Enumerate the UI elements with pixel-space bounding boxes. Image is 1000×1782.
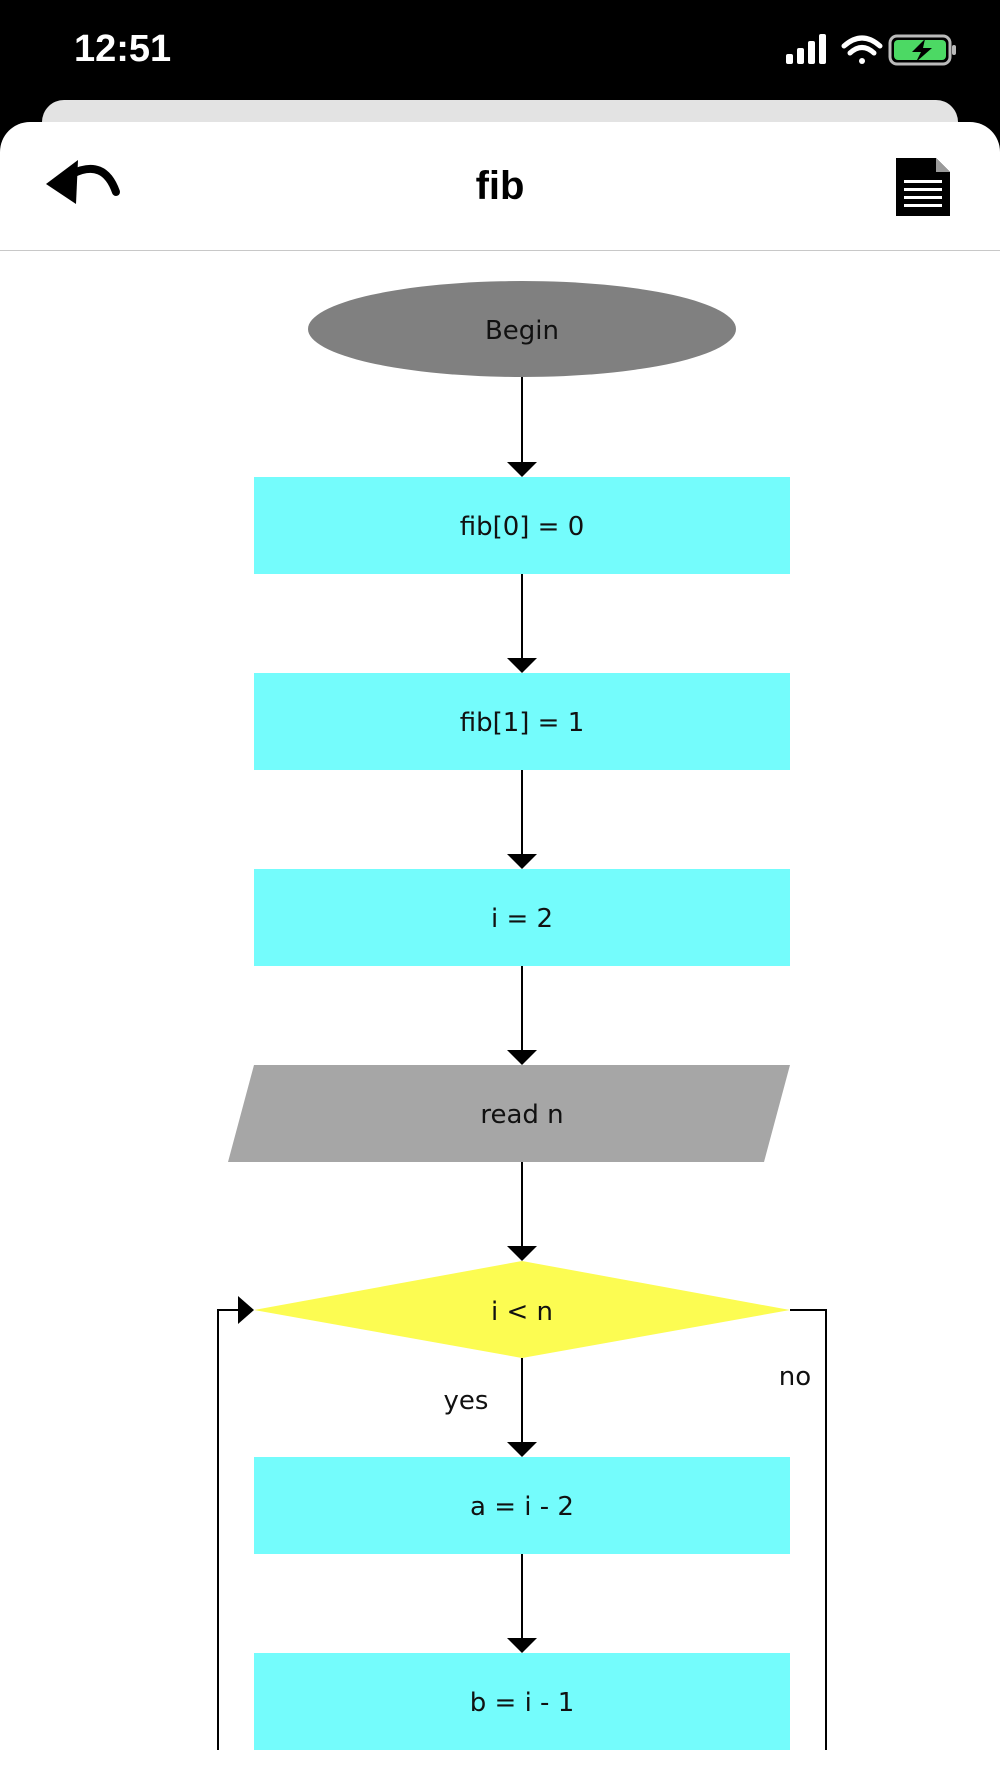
node-label: b = i - 1 [470, 1688, 575, 1718]
arrowheads [238, 462, 537, 1653]
nav-bar: fib [0, 122, 1000, 251]
node-init-i[interactable]: i = 2 [254, 869, 790, 966]
node-fib0[interactable]: fib[0] = 0 [254, 477, 790, 574]
node-fib1[interactable]: fib[1] = 1 [254, 673, 790, 770]
signal-icon [786, 34, 826, 64]
document-icon[interactable] [894, 156, 952, 218]
node-label: i < n [491, 1297, 553, 1327]
status-icons [786, 34, 956, 66]
edge-cond-no [790, 1309, 827, 1750]
status-time: 12:51 [74, 28, 172, 70]
node-label: fib[1] = 1 [460, 708, 585, 738]
node-label: i = 2 [491, 904, 553, 934]
node-decision[interactable]: i < n [254, 1261, 790, 1358]
node-read-n[interactable]: read n [228, 1065, 790, 1162]
undo-icon[interactable] [42, 152, 126, 222]
node-calc-b[interactable]: b = i - 1 [254, 1653, 790, 1750]
node-calc-a[interactable]: a = i - 2 [254, 1457, 790, 1554]
wifi-icon [841, 35, 883, 64]
status-bar: 12:51 [0, 0, 1000, 100]
node-label: fib[0] = 0 [460, 512, 585, 542]
node-label: Begin [485, 316, 559, 346]
edge-label-yes: yes [444, 1386, 489, 1416]
node-begin[interactable]: Begin [308, 281, 736, 377]
page-title: fib [475, 164, 525, 208]
node-label: a = i - 2 [470, 1492, 574, 1522]
edge-loop-back [217, 1309, 240, 1750]
battery-charging-icon [888, 34, 956, 66]
flowchart-canvas: Begin fib[0] = 0 fib[1] = 1 i = 2 read n… [217, 281, 827, 1750]
edge-label-no: no [779, 1362, 811, 1392]
modal-sheet: fib [0, 122, 1000, 1782]
flow-connectors [217, 377, 827, 1750]
node-label: read n [480, 1100, 563, 1130]
